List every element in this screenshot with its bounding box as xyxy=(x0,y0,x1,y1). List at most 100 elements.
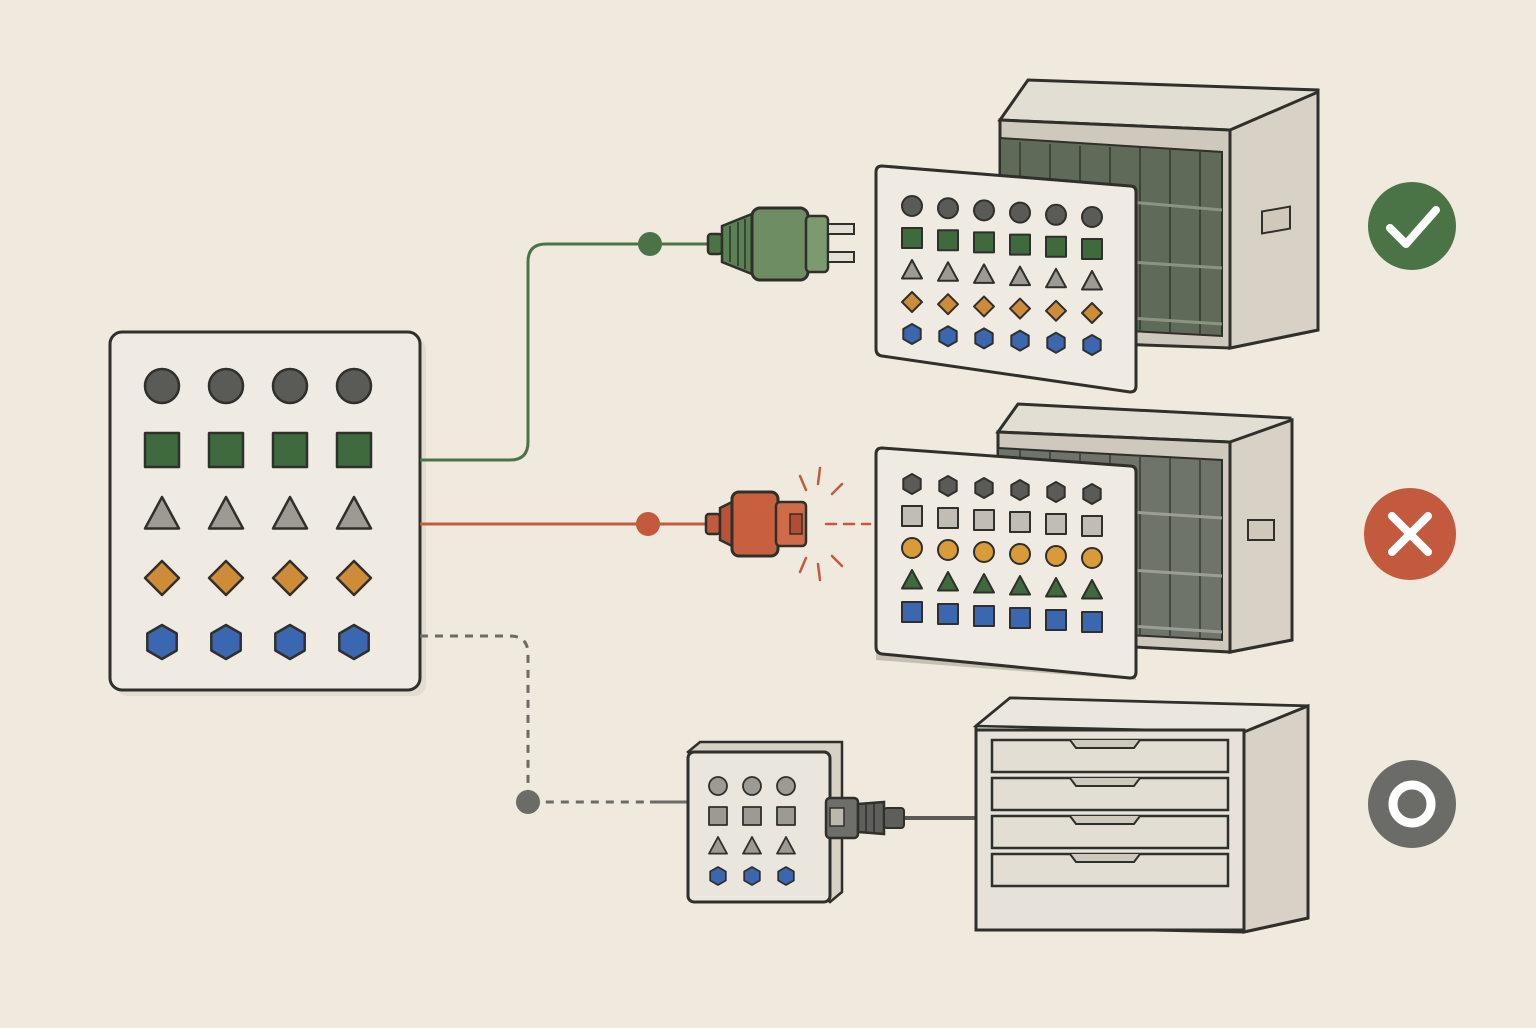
triangle-shape xyxy=(776,836,796,855)
drawer-handle xyxy=(1069,815,1141,825)
triangle-shape xyxy=(335,495,373,530)
triangle-shape xyxy=(271,495,309,530)
square-shape xyxy=(1009,233,1031,256)
hexagon-shape xyxy=(743,866,761,886)
adapter-plug-icon xyxy=(824,796,976,840)
circle-shape xyxy=(1045,203,1067,226)
square-shape xyxy=(901,227,923,249)
triangle-shape xyxy=(708,836,728,855)
hexagon-shape xyxy=(902,473,922,495)
ring-icon xyxy=(1368,760,1456,848)
hexagon-shape xyxy=(902,323,922,345)
diamond-shape xyxy=(207,559,245,597)
circle-shape xyxy=(1081,547,1103,569)
hexagon-shape xyxy=(274,623,306,661)
triangle-shape xyxy=(143,495,181,530)
square-shape xyxy=(1045,609,1067,631)
circle-shape xyxy=(901,195,923,217)
hexagon-shape xyxy=(210,623,242,661)
hexagon-shape xyxy=(1010,329,1030,352)
diamond-shape xyxy=(901,291,923,313)
hexagon-shape xyxy=(974,477,994,499)
square-shape xyxy=(973,605,995,627)
square-shape xyxy=(207,431,245,469)
incompatible-rack-shape-grid xyxy=(901,473,1103,633)
square-shape xyxy=(708,806,728,826)
triangle-shape xyxy=(937,571,959,592)
circle-shape xyxy=(1009,201,1031,224)
triangle-shape xyxy=(207,495,245,530)
triangle-shape xyxy=(937,261,959,282)
green-plug-icon xyxy=(706,206,855,282)
diamond-shape xyxy=(973,295,995,318)
hexagon-shape xyxy=(1082,334,1102,356)
triangle-shape xyxy=(1081,270,1103,291)
square-shape xyxy=(937,507,959,529)
connection-lines xyxy=(420,232,712,814)
hexagon-shape xyxy=(1046,331,1066,354)
diamond-shape xyxy=(1081,302,1103,324)
compatible-rack xyxy=(874,78,1320,394)
triangle-shape xyxy=(1081,579,1103,600)
square-shape xyxy=(1009,511,1031,533)
square-shape xyxy=(1045,235,1067,258)
square-shape xyxy=(1081,238,1103,260)
circle-shape xyxy=(1009,543,1031,565)
hexagon-shape xyxy=(1010,479,1030,501)
square-shape xyxy=(1081,611,1103,633)
hexagon-shape xyxy=(1082,483,1102,505)
drawer-handle xyxy=(1069,739,1141,749)
hexagon-shape xyxy=(974,327,994,350)
circle-shape xyxy=(207,367,245,405)
square-shape xyxy=(335,431,373,469)
diamond-shape xyxy=(937,293,959,316)
square-shape xyxy=(901,601,923,623)
triangle-shape xyxy=(742,836,762,855)
square-shape xyxy=(901,505,923,527)
compatible-cable-node xyxy=(638,232,662,256)
drawer-handle xyxy=(1069,853,1141,863)
cross-icon xyxy=(1364,488,1456,580)
square-shape xyxy=(973,509,995,531)
square-shape xyxy=(742,806,762,826)
circle-shape xyxy=(271,367,309,405)
triangle-shape xyxy=(1009,575,1031,596)
hexagon-shape xyxy=(1046,481,1066,503)
drawer-stack xyxy=(990,738,1230,888)
triangle-shape xyxy=(901,259,923,280)
circle-shape xyxy=(1045,545,1067,567)
hexagon-shape xyxy=(146,623,178,661)
incompatible-rack xyxy=(874,402,1294,680)
source-shape-grid xyxy=(143,367,373,661)
hexagon-shape xyxy=(709,866,727,886)
circle-shape xyxy=(937,197,959,220)
circle-shape xyxy=(742,776,762,796)
compatible-cable xyxy=(420,242,712,462)
incompatible-cable-node xyxy=(636,512,660,536)
hexagon-shape xyxy=(338,623,370,661)
circle-shape xyxy=(973,541,995,563)
circle-shape xyxy=(973,199,995,222)
red-plug-icon xyxy=(704,490,808,558)
triangle-shape xyxy=(901,569,923,590)
drawer xyxy=(990,852,1230,888)
diamond-shape xyxy=(271,559,309,597)
hexagon-shape xyxy=(938,475,958,497)
spark-icon xyxy=(798,466,872,582)
square-shape xyxy=(1081,515,1103,537)
circle-shape xyxy=(335,367,373,405)
circle-shape xyxy=(776,776,796,796)
circle-shape xyxy=(937,539,959,561)
square-shape xyxy=(271,431,309,469)
triangle-shape xyxy=(973,263,995,284)
adapter-shape-grid xyxy=(708,776,796,886)
circle-shape xyxy=(1081,206,1103,228)
diamond-shape xyxy=(335,559,373,597)
adapter-box xyxy=(686,740,844,904)
adapted-cable-node xyxy=(516,790,540,814)
hexagon-shape xyxy=(938,325,958,348)
drawer-handle xyxy=(1069,777,1141,787)
square-shape xyxy=(143,431,181,469)
